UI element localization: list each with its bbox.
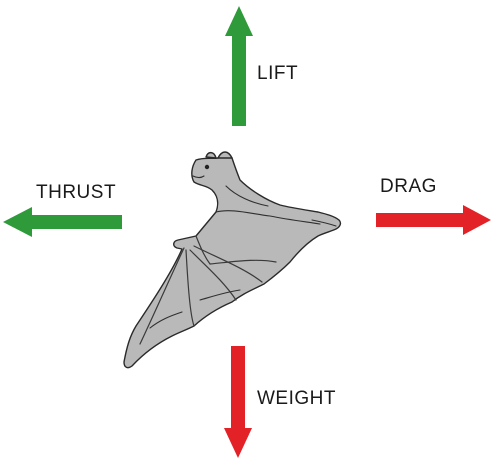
thrust-arrow (3, 207, 122, 237)
weight-label: WEIGHT (257, 388, 336, 409)
lift-label: LIFT (257, 63, 298, 84)
weight-arrow (224, 346, 252, 458)
drag-label: DRAG (380, 176, 437, 197)
bat-icon (124, 152, 340, 368)
thrust-label: THRUST (36, 182, 116, 203)
lift-arrow (225, 6, 253, 126)
drag-arrow (376, 205, 491, 235)
